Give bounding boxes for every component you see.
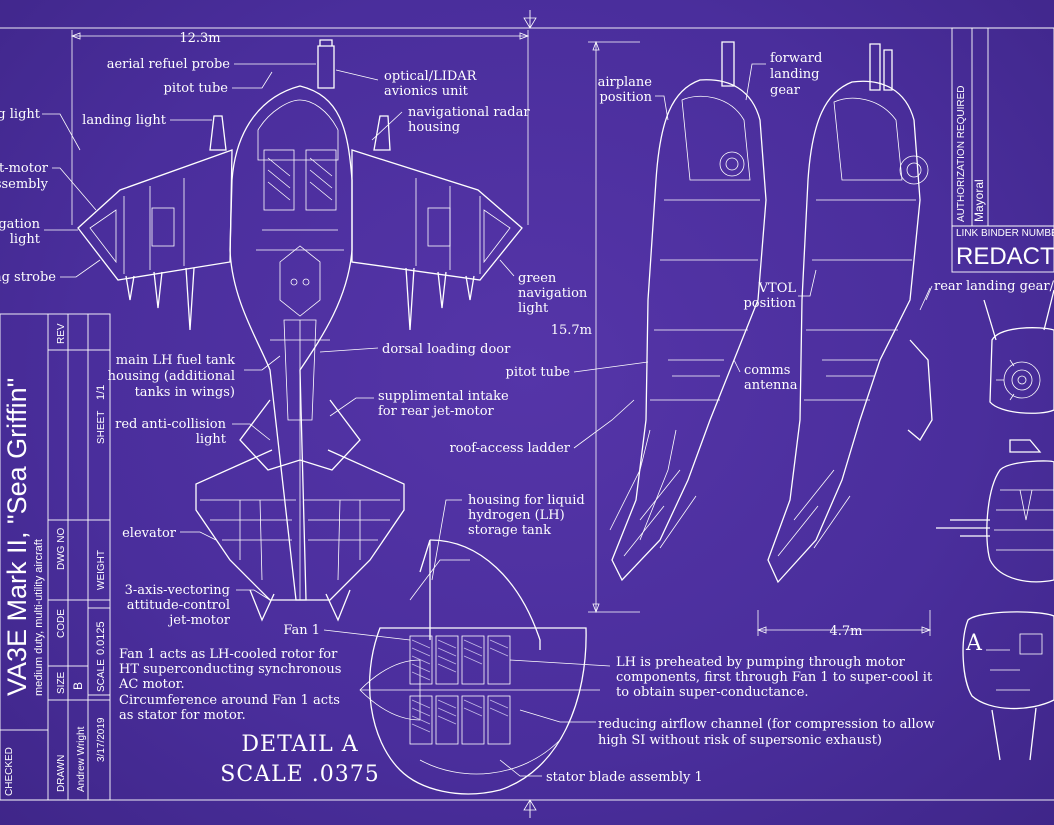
width-dimension: 4.7m — [829, 624, 862, 639]
callout-lidar-1: optical/LIDAR — [384, 69, 478, 84]
detail-scale: SCALE .0375 — [220, 762, 379, 787]
authorization-block: AUTHORIZATION REQUIRED Mayoral LINK BIND… — [951, 27, 1054, 273]
rev-label: REV — [56, 323, 67, 344]
side-views-aircraft — [588, 40, 933, 636]
callout-rear-landing-gear: rear landing gear/p — [934, 279, 1054, 294]
note-airflow-2: high SI without risk of supersonic exhau… — [598, 733, 882, 748]
callout-forward-gear-2: landing — [770, 67, 819, 82]
callout-lh-housing-1: housing for liquid — [468, 493, 585, 508]
callout-comms-1: comms — [744, 363, 790, 378]
detail-a-leaders — [323, 499, 611, 777]
detail-a-drawing — [359, 539, 600, 795]
callout-fan1: Fan 1 — [283, 623, 320, 638]
size-value: B — [71, 682, 85, 690]
detail-title: DETAIL A — [241, 732, 358, 757]
scale-value: 0.0125 — [95, 621, 107, 655]
callout-elevator: elevator — [122, 526, 177, 541]
dwg-no-label: DWG NO — [56, 528, 67, 570]
note-airflow-1: reducing airflow channel (for compressio… — [598, 717, 935, 732]
callout-dorsal-loading-door: dorsal loading door — [382, 342, 511, 357]
code-label: CODE — [56, 609, 67, 638]
callout-fuel-tank-1: main LH fuel tank — [116, 353, 235, 368]
title-block: REV SHEET 1/1 DWG NO CODE WEIGHT SIZE B … — [0, 313, 111, 801]
note-lh-2: components, first through Fan 1 to super… — [616, 670, 933, 685]
weight-label: WEIGHT — [96, 550, 107, 590]
callout-lh-housing-3: storage tank — [468, 523, 551, 538]
sheet-border — [0, 10, 1054, 818]
note-fan-3: AC motor. — [118, 677, 185, 692]
callout-fuel-tank-3: tanks in wings) — [135, 385, 235, 400]
callout-landing-strobe: ng strobe — [0, 270, 56, 285]
callout-nav-radar-2: housing — [408, 120, 460, 135]
authorization-value: Mayoral — [972, 179, 986, 222]
drawn-date: 3/17/2019 — [96, 717, 107, 762]
side-view-leaders — [573, 63, 931, 449]
callout-forward-gear-3: gear — [770, 83, 801, 98]
note-fan-2: HT superconducting synchronous — [119, 662, 341, 677]
callout-airplane-position-2: position — [599, 90, 652, 105]
note-fan-5: as stator for motor. — [119, 708, 246, 723]
link-binder-label: LINK BINDER NUMBE — [956, 228, 1054, 239]
front-view-labels: rear landing gear/p A — [925, 279, 1054, 656]
callout-green-nav-1: green — [518, 271, 557, 286]
callout-lidar-2: avionics unit — [384, 84, 469, 99]
callout-green-nav-2: navigation — [518, 286, 588, 301]
height-dimension: 15.7m — [551, 323, 592, 338]
callout-red-anticollision-1: red anti-collision — [115, 417, 226, 432]
callout-comms-2: antenna — [744, 378, 798, 393]
wingspan-dimension: 12.3m — [179, 31, 220, 46]
callout-green-nav-3: light — [518, 301, 549, 316]
callout-supplemental-intake-1: supplimental intake — [378, 389, 509, 404]
top-view-labels: 12.3m g light et-motor ssembly igation l… — [0, 31, 588, 628]
drawing-subtitle: medium duty, multi-utility aircraft — [33, 539, 45, 696]
callout-supplemental-intake-2: for rear jet-motor — [378, 404, 495, 419]
note-fan-4: Circumference around Fan 1 acts — [119, 693, 340, 708]
checked-label: CHECKED — [4, 747, 15, 796]
authorization-label: AUTHORIZATION REQUIRED — [956, 86, 967, 222]
detail-marker-a: A — [965, 631, 983, 656]
front-view-aircraft — [936, 289, 1054, 761]
callout-jet-motor-assembly-1: et-motor — [0, 161, 49, 176]
callout-attitude-3: jet-motor — [167, 613, 231, 628]
callout-fuel-tank-2: housing (additional — [108, 369, 235, 384]
sheet-value: 1/1 — [95, 385, 107, 400]
callout-landing-light-left: g light — [0, 107, 41, 122]
callout-nav-radar-1: navigational radar — [408, 105, 530, 120]
drawn-label: DRAWN — [56, 755, 67, 792]
drawing-title: VA3E Mark II, "Sea Griffin" — [2, 378, 32, 696]
sheet-label: SHEET — [96, 411, 107, 444]
drawn-by: Andrew Wright — [76, 726, 87, 792]
callout-vtol-1: VTOL — [758, 281, 797, 296]
callout-landing-light: landing light — [82, 113, 167, 128]
callout-attitude-2: attitude-control — [127, 598, 230, 613]
top-view-leaders — [42, 63, 515, 601]
fan-blade-grid — [409, 635, 511, 745]
size-label: SIZE — [56, 671, 67, 694]
redacted-stamp: REDACT — [956, 243, 1054, 270]
callout-airplane-position-1: airplane — [598, 75, 653, 90]
callout-lh-housing-2: hydrogen (LH) — [468, 508, 565, 523]
callout-roof-ladder: roof-access ladder — [449, 441, 570, 456]
callout-attitude-1: 3-axis-vectoring — [125, 583, 230, 598]
callout-jet-motor-assembly-2: ssembly — [0, 177, 49, 192]
callout-aerial-refuel-probe: aerial refuel probe — [107, 57, 231, 72]
callout-nav-light-left-1: igation — [0, 217, 41, 232]
callout-forward-gear-1: forward — [770, 51, 822, 66]
side-view-labels: 15.7m 4.7m airplane position forward lan… — [449, 51, 862, 639]
detail-a-labels: housing for liquid hydrogen (LH) storage… — [118, 493, 935, 787]
scale-label: SCALE — [96, 659, 107, 692]
note-lh-1: LH is preheated by pumping through motor — [616, 655, 906, 670]
callout-pitot-tube-top: pitot tube — [164, 81, 229, 96]
callout-nav-light-left-2: light — [10, 232, 41, 247]
note-lh-3: to obtain super-conductance. — [616, 685, 809, 700]
top-view-aircraft — [70, 30, 530, 622]
callout-vtol-2: position — [743, 296, 796, 311]
callout-red-anticollision-2: light — [196, 432, 227, 447]
callout-pitot-tube-side: pitot tube — [506, 365, 571, 380]
note-stator: stator blade assembly 1 — [546, 770, 703, 785]
note-fan-1: Fan 1 acts as LH-cooled rotor for — [119, 647, 338, 662]
